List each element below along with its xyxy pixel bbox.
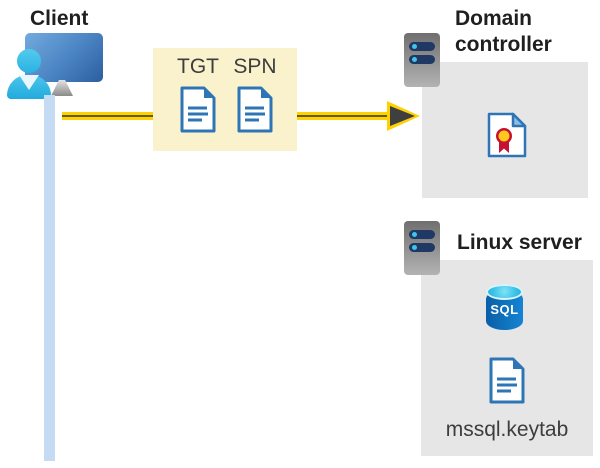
tgt-label: TGT: [177, 55, 219, 78]
spn-label: SPN: [233, 55, 277, 78]
domain-controller-server-icon: [404, 33, 440, 87]
keytab-document-icon: [489, 357, 525, 404]
user-collar-shape: [19, 75, 39, 90]
keytab-filename-label: mssql.keytab: [445, 418, 569, 441]
sql-cylinder-top-shape: [486, 284, 523, 300]
server-led-icon: [412, 57, 417, 62]
linux-server-icon: [404, 221, 440, 275]
tgt-document-icon: [180, 86, 216, 133]
sql-icon-label: SQL: [490, 302, 519, 317]
server-slot-icon: [409, 55, 435, 64]
sql-database-icon: SQL: [486, 284, 523, 330]
domain-controller-label: Domain controller: [455, 7, 552, 56]
arrowhead-icon: [390, 106, 415, 126]
monitor-stand-icon: [51, 80, 73, 96]
linux-server-label: Linux server: [457, 231, 582, 254]
client-timeline-line: [44, 95, 55, 461]
server-led-icon: [412, 232, 417, 237]
spn-document-icon: [237, 86, 273, 133]
server-led-icon: [412, 44, 417, 49]
user-torso-icon: [7, 75, 51, 99]
server-slot-icon: [409, 42, 435, 51]
certificate-icon: [487, 112, 527, 158]
user-icon: [17, 49, 41, 73]
server-slot-icon: [409, 230, 435, 239]
client-label: Client: [30, 7, 89, 30]
ticket-box: [153, 48, 297, 151]
server-led-icon: [412, 245, 417, 250]
server-slot-icon: [409, 243, 435, 252]
